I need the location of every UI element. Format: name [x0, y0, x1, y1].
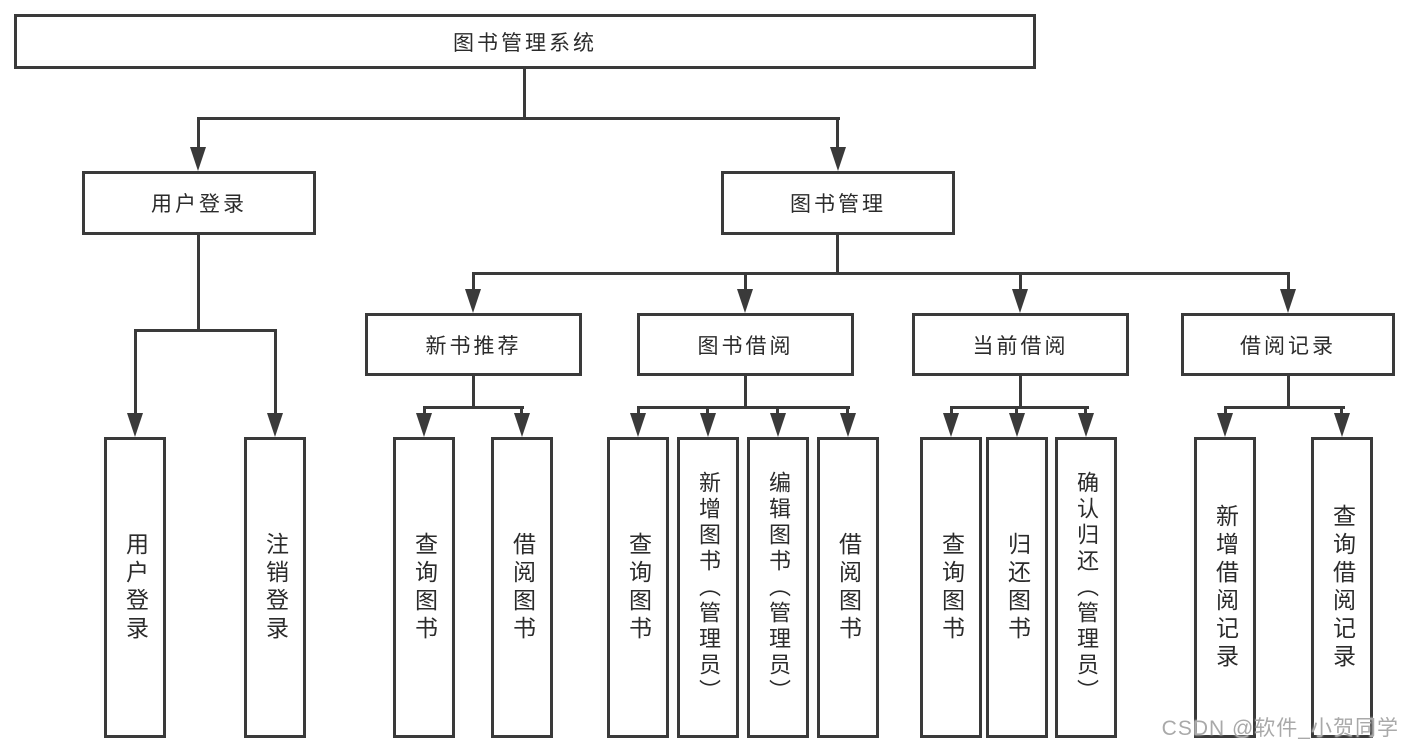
arrowhead-down-icon [700, 413, 716, 437]
connector-line [637, 406, 850, 409]
connector-line [706, 406, 709, 417]
arrowhead-down-icon [514, 413, 530, 437]
node-current-borrowing: 当前借阅 [912, 313, 1129, 376]
connector-line [472, 272, 1290, 275]
connector-line [950, 406, 1089, 409]
connector-line [1224, 406, 1345, 409]
connector-line [744, 272, 747, 292]
leaf-current-return-book: 归还图书 [986, 437, 1048, 738]
connector-line [950, 406, 953, 417]
arrowhead-down-icon [416, 413, 432, 437]
node-user-login: 用户登录 [82, 171, 316, 235]
connector-line [472, 376, 475, 409]
connector-line [776, 406, 779, 417]
arrowhead-down-icon [1280, 289, 1296, 313]
leaf-user-login: 用户登录 [104, 437, 166, 738]
arrowhead-down-icon [840, 413, 856, 437]
arrowhead-down-icon [770, 413, 786, 437]
connector-line [846, 406, 849, 417]
node-book-management: 图书管理 [721, 171, 955, 235]
connector-line [134, 329, 277, 332]
connector-line [637, 406, 640, 417]
arrowhead-down-icon [830, 147, 846, 171]
node-book-borrowing: 图书借阅 [637, 313, 854, 376]
node-root: 图书管理系统 [14, 14, 1036, 69]
leaf-current-confirm-return-admin: 确认归还（管理员） [1055, 437, 1117, 738]
connector-line [197, 235, 200, 332]
leaf-record-query-record: 查询借阅记录 [1311, 437, 1373, 738]
leaf-borrow-edit-book-admin: 编辑图书（管理员） [747, 437, 809, 738]
arrowhead-down-icon [190, 147, 206, 171]
arrowhead-down-icon [1078, 413, 1094, 437]
connector-line [423, 406, 524, 409]
connector-line [1084, 406, 1087, 417]
connector-line [1015, 406, 1018, 417]
arrowhead-down-icon [465, 289, 481, 313]
arrowhead-down-icon [943, 413, 959, 437]
arrowhead-down-icon [1217, 413, 1233, 437]
connector-line [197, 117, 200, 149]
connector-line [836, 235, 839, 275]
leaf-logout: 注销登录 [244, 437, 306, 738]
connector-line [134, 329, 137, 415]
connector-line [274, 329, 277, 415]
connector-line [423, 406, 426, 417]
connector-line [197, 117, 840, 120]
arrowhead-down-icon [267, 413, 283, 437]
connector-line [1287, 376, 1290, 409]
leaf-current-query-book: 查询图书 [920, 437, 982, 738]
leaf-record-add-record: 新增借阅记录 [1194, 437, 1256, 738]
leaf-newbook-query-book: 查询图书 [393, 437, 455, 738]
connector-line [744, 376, 747, 409]
leaf-borrow-add-book-admin: 新增图书（管理员） [677, 437, 739, 738]
connector-line [520, 406, 523, 417]
connector-line [472, 272, 475, 292]
arrowhead-down-icon [127, 413, 143, 437]
connector-line [1287, 272, 1290, 292]
connector-line [1019, 376, 1022, 409]
csdn-watermark: CSDN @软件_小贺同学 [1161, 717, 1399, 740]
arrowhead-down-icon [737, 289, 753, 313]
leaf-borrow-borrow-book: 借阅图书 [817, 437, 879, 738]
node-new-book-recommend: 新书推荐 [365, 313, 582, 376]
connector-line [1340, 406, 1343, 417]
connector-line [523, 69, 526, 118]
connector-line [1019, 272, 1022, 292]
connector-line [1224, 406, 1227, 417]
arrowhead-down-icon [1012, 289, 1028, 313]
arrowhead-down-icon [630, 413, 646, 437]
leaf-borrow-query-book: 查询图书 [607, 437, 669, 738]
node-borrowing-records: 借阅记录 [1181, 313, 1395, 376]
leaf-newbook-borrow-book: 借阅图书 [491, 437, 553, 738]
connector-line [836, 117, 839, 149]
arrowhead-down-icon [1334, 413, 1350, 437]
arrowhead-down-icon [1009, 413, 1025, 437]
